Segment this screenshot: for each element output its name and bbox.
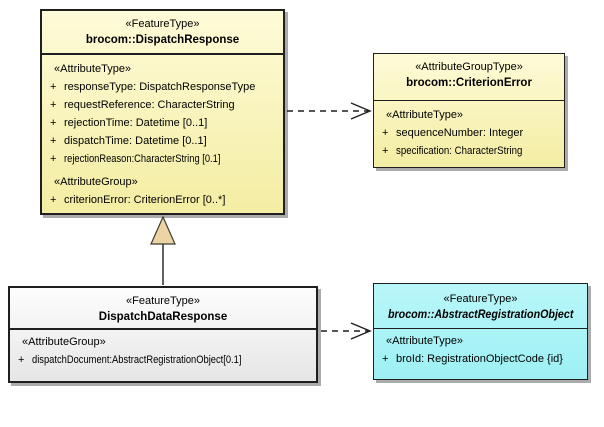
class-stereotype: «FeatureType»	[443, 293, 518, 305]
open-arrowhead-icon	[350, 102, 372, 120]
class-box-abstract-registration-object[interactable]: «FeatureType» brocom::AbstractRegistrati…	[373, 283, 588, 380]
section-stereotype: «AttributeType»	[54, 63, 132, 75]
section-stereotype: «AttributeGroup»	[22, 336, 106, 348]
section-stereotype: «AttributeType»	[386, 109, 464, 121]
attribute-row: + sequenceNumber: Integer	[374, 124, 564, 142]
attribute-row: + rejectionReason:CharacterString [0.1]	[42, 150, 283, 168]
visibility-marker: +	[50, 153, 57, 165]
visibility-marker: +	[50, 81, 57, 93]
attribute-text: responseType: DispatchResponseType	[64, 81, 256, 93]
class-name: brocom::CriterionError	[406, 77, 532, 89]
class-header: «FeatureType» DispatchDataResponse	[10, 288, 316, 330]
class-name: brocom::DispatchResponse	[85, 34, 240, 46]
attribute-text: broId: RegistrationObjectCode {id}	[396, 353, 563, 365]
attribute-row: + criterionError: CriterionError [0..*]	[42, 191, 283, 209]
class-attributes-compartment: «AttributeGroup» + dispatchDocument:Abst…	[10, 330, 316, 369]
class-stereotype: «AttributeGroupType»	[415, 61, 523, 73]
attribute-text: rejectionReason:CharacterString [0.1]	[64, 153, 221, 165]
attribute-row: + broId: RegistrationObjectCode {id}	[374, 350, 587, 368]
class-header: «FeatureType» brocom::DispatchResponse	[42, 11, 283, 55]
class-name: DispatchDataResponse	[98, 311, 228, 323]
class-name: brocom::AbstractRegistrationObject	[387, 309, 574, 321]
class-stereotype: «FeatureType»	[126, 295, 200, 307]
visibility-marker: +	[18, 354, 25, 366]
triangle-arrowhead-icon	[150, 215, 176, 245]
visibility-marker: +	[382, 127, 389, 139]
attribute-text: criterionError: CriterionError [0..*]	[64, 194, 226, 206]
visibility-marker: +	[50, 117, 57, 129]
class-header: «AttributeGroupType» brocom::CriterionEr…	[374, 54, 564, 101]
attribute-text: sequenceNumber: Integer	[396, 127, 524, 139]
class-box-criterion-error[interactable]: «AttributeGroupType» brocom::CriterionEr…	[373, 53, 565, 168]
attribute-row: + dispatchTime: Datetime [0..1]	[42, 132, 283, 150]
class-attributes-compartment: «AttributeType» + responseType: Dispatch…	[42, 55, 283, 209]
class-box-dispatch-data-response[interactable]: «FeatureType» DispatchDataResponse «Attr…	[8, 286, 318, 383]
dependency-connector-to-abstract-registration-object[interactable]	[321, 322, 372, 340]
attribute-text: dispatchDocument:AbstractRegistrationObj…	[32, 354, 242, 366]
class-attributes-compartment: «AttributeType» + sequenceNumber: Intege…	[374, 101, 564, 160]
attribute-text: dispatchTime: Datetime [0..1]	[64, 135, 207, 147]
attribute-row: + responseType: DispatchResponseType	[42, 78, 283, 96]
attribute-row: + dispatchDocument:AbstractRegistrationO…	[10, 351, 316, 369]
attribute-text: requestReference: CharacterString	[64, 99, 235, 111]
attribute-text: specification: CharacterString	[396, 145, 523, 157]
class-stereotype: «FeatureType»	[125, 18, 200, 30]
class-box-dispatch-response[interactable]: «FeatureType» brocom::DispatchResponse «…	[40, 9, 285, 215]
attribute-row: + requestReference: CharacterString	[42, 96, 283, 114]
open-arrowhead-icon	[350, 322, 372, 340]
visibility-marker: +	[382, 353, 389, 365]
section-stereotype: «AttributeGroup»	[54, 176, 138, 188]
visibility-marker: +	[382, 145, 389, 157]
attribute-row: + rejectionTime: Datetime [0..1]	[42, 114, 283, 132]
section-stereotype: «AttributeType»	[386, 335, 464, 347]
dependency-connector-to-criterion-error[interactable]	[287, 102, 372, 120]
visibility-marker: +	[50, 194, 57, 206]
visibility-marker: +	[50, 99, 57, 111]
attribute-row: + specification: CharacterString	[374, 142, 564, 160]
visibility-marker: +	[50, 135, 57, 147]
attribute-text: rejectionTime: Datetime [0..1]	[64, 117, 208, 129]
generalization-connector[interactable]	[150, 215, 176, 285]
class-attributes-compartment: «AttributeType» + broId: RegistrationObj…	[374, 329, 587, 368]
class-header: «FeatureType» brocom::AbstractRegistrati…	[374, 284, 587, 329]
